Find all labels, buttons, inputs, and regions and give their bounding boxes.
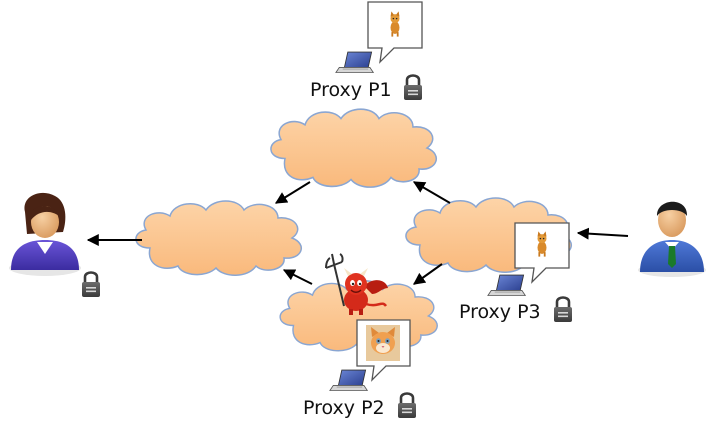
female-user-icon — [9, 192, 81, 276]
proxy-label: Proxy P1 — [310, 79, 392, 101]
male-user-icon — [638, 201, 706, 277]
cat-photo — [366, 325, 400, 361]
padlock-icon — [402, 74, 424, 102]
padlock-icon — [80, 271, 102, 299]
proxy-label: Proxy P3 — [459, 301, 541, 323]
dog-photo — [537, 231, 547, 257]
speech-bubble-icon — [367, 1, 423, 64]
laptop-icon — [329, 369, 368, 391]
cloud-icon — [270, 108, 438, 188]
arrow-p2-to-left — [282, 269, 313, 285]
cloud-icon — [135, 200, 303, 277]
proxy-label: Proxy P2 — [303, 397, 385, 419]
flow-arrows — [86, 181, 629, 285]
arrow-sender-to-p3 — [576, 227, 629, 240]
proxy-p1: Proxy P1 — [310, 1, 424, 102]
laptop-icon — [335, 51, 374, 73]
proxy-p3: Proxy P3 — [459, 222, 574, 324]
proxy-p2: Proxy P2 — [303, 319, 418, 420]
speech-bubble-icon — [356, 319, 411, 382]
arrow-p3-to-p2 — [413, 263, 443, 285]
dog-photo — [390, 11, 400, 37]
padlock-icon — [396, 392, 418, 420]
arrow-p3-to-p1 — [412, 181, 451, 204]
speech-bubble-icon — [514, 222, 570, 284]
laptop-icon — [487, 274, 526, 296]
devil-icon — [325, 253, 388, 315]
arrow-p1-to-left — [274, 181, 311, 204]
padlock-icon — [552, 296, 574, 324]
